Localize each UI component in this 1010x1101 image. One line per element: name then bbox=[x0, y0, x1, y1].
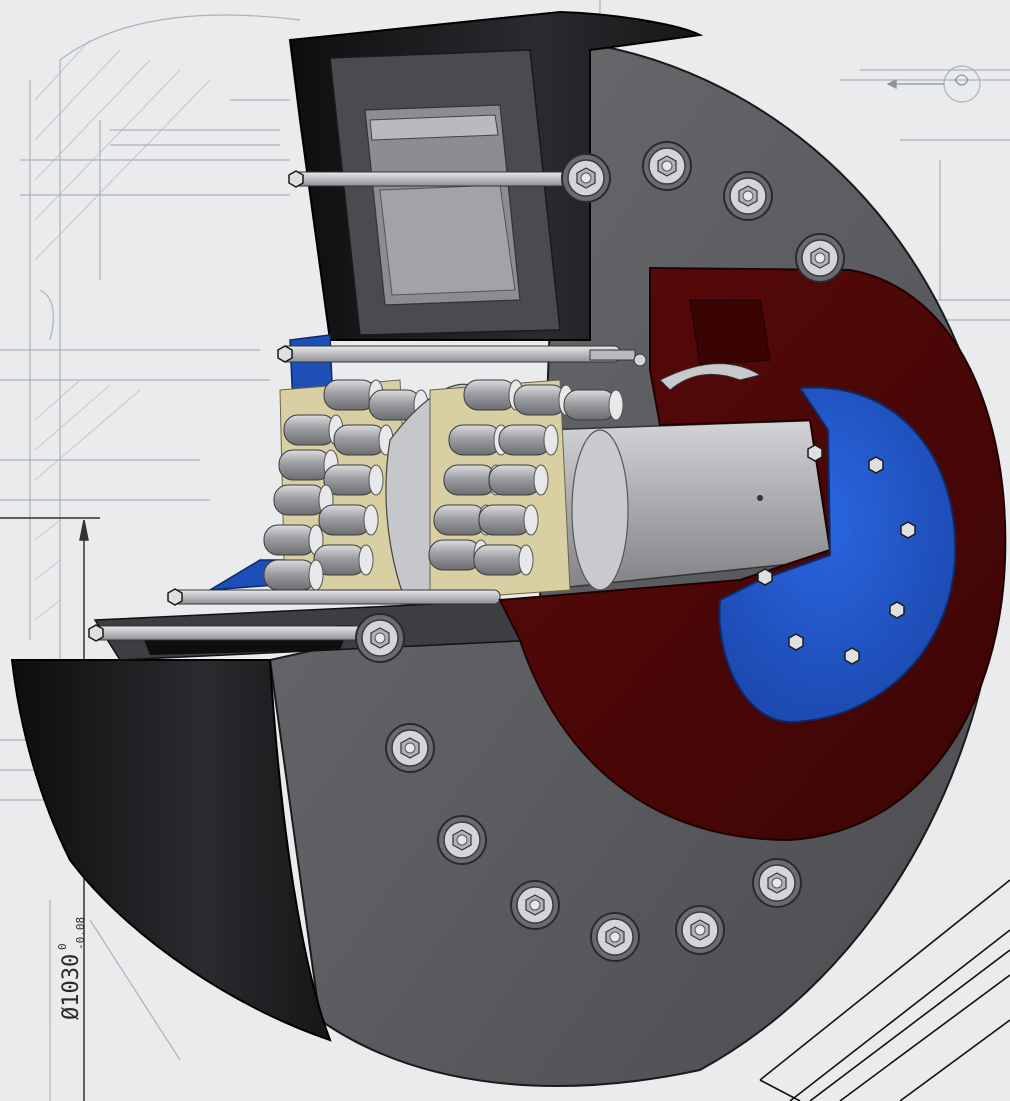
hex-bolt-icon bbox=[642, 141, 692, 191]
hex-bolt-icon bbox=[795, 233, 845, 283]
hex-bolt-icon bbox=[561, 153, 611, 203]
hex-bolt-icon bbox=[675, 905, 725, 955]
dimension-upper-tolerance: 0 bbox=[56, 943, 69, 950]
tie-rods bbox=[88, 170, 621, 642]
shaft bbox=[539, 419, 831, 591]
hex-bolt-icon bbox=[355, 613, 405, 663]
dimension-lower-tolerance: -0.08 bbox=[74, 917, 87, 950]
background-sketch-bottom-right bbox=[759, 879, 1010, 1101]
grease-fitting bbox=[589, 349, 647, 367]
fan-symbol-icon bbox=[886, 74, 969, 90]
roller-bearing-right bbox=[428, 379, 624, 601]
hex-bolt-icon bbox=[510, 880, 560, 930]
hex-bolt-icon bbox=[752, 858, 802, 908]
hex-bolt-icon bbox=[385, 723, 435, 773]
dimension-value: Ø1030 bbox=[59, 954, 84, 1020]
hex-bolt-icon bbox=[437, 815, 487, 865]
end-plate bbox=[718, 386, 957, 724]
housing-rim-lower bbox=[10, 659, 332, 1042]
hex-bolt-icon bbox=[723, 171, 773, 221]
hex-bolt-icon bbox=[590, 912, 640, 962]
